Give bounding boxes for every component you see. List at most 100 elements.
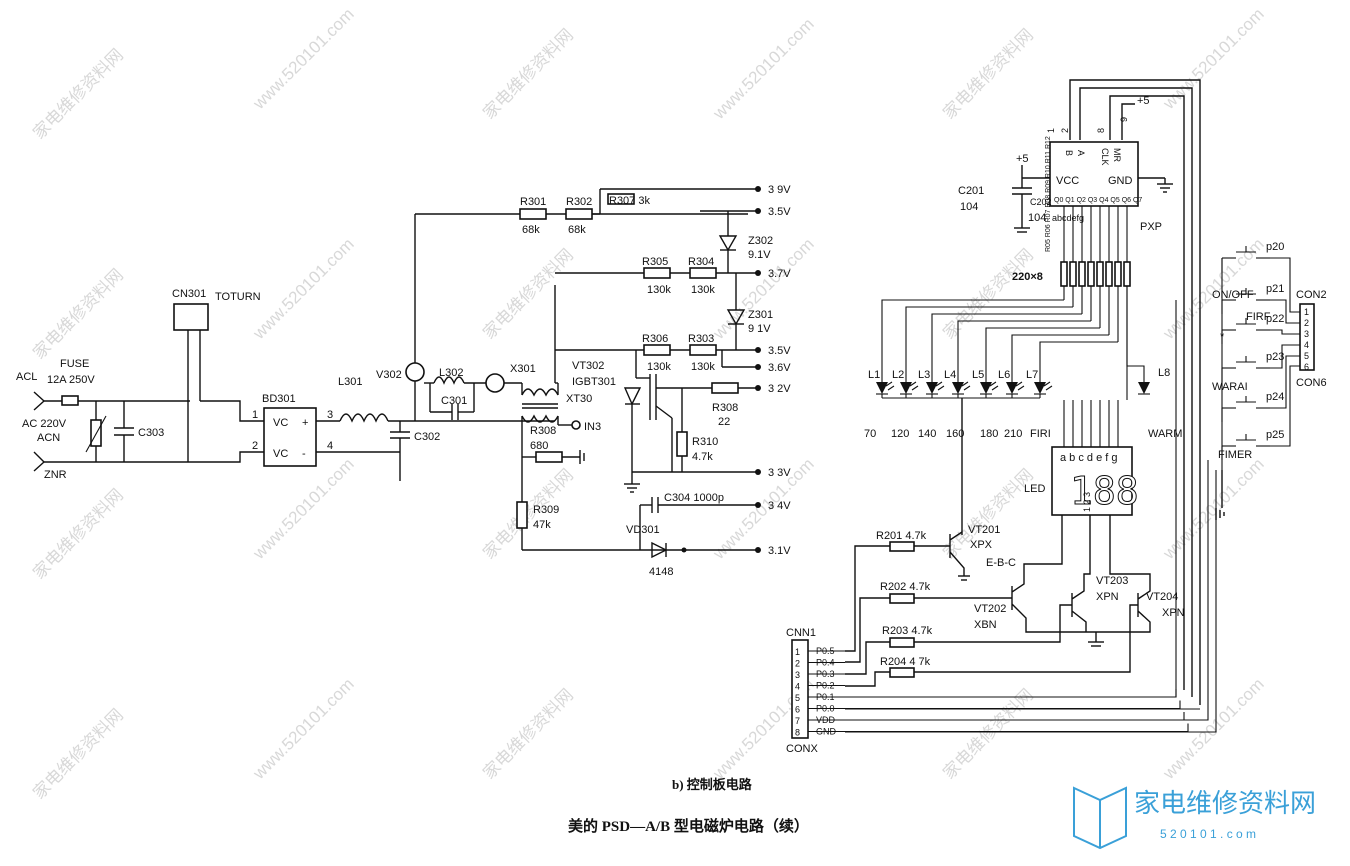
- bd301-label: BD301: [262, 393, 296, 405]
- r308-22-label: R308: [712, 402, 738, 414]
- con2-pin: 2: [1304, 318, 1309, 328]
- r301-val: 68k: [522, 224, 540, 236]
- acn-label: ACN: [37, 432, 60, 444]
- vt201-ebc: E-B-C: [986, 557, 1016, 569]
- conx-label: CONX: [786, 743, 818, 755]
- l8-label: L8: [1158, 367, 1170, 379]
- array-resistor: [1123, 261, 1131, 287]
- cnn1-pin: 4: [795, 682, 800, 692]
- watermark-text: www.520101.com: [709, 15, 818, 124]
- vt203-xpn: XPN: [1096, 591, 1119, 603]
- vd301-val: 4148: [649, 566, 673, 578]
- led-icon: [952, 382, 964, 394]
- con2-pin: 3: [1304, 329, 1309, 339]
- l302-inductor: [433, 376, 465, 385]
- ac220-label: AC 220V: [22, 418, 67, 430]
- in3-label: IN3: [584, 421, 601, 433]
- v302-symbol: [405, 362, 425, 382]
- r307-label: R307 3k: [609, 195, 650, 207]
- logo-name: 家电维修资料网: [1134, 789, 1316, 819]
- c202-label: C202: [1030, 197, 1052, 207]
- t35b-label: 3.5V: [768, 345, 791, 357]
- r304-resistor: [689, 267, 717, 279]
- vt201-xpx: XPX: [970, 539, 993, 551]
- r304-label: R304: [688, 256, 714, 268]
- r306-val: 130k: [647, 361, 671, 373]
- znr-label: ZNR: [44, 469, 67, 481]
- fuse-rating: 12A 250V: [47, 374, 95, 386]
- t34-label: 3 4V: [768, 500, 791, 512]
- r202-label: R202 4.7k: [880, 581, 931, 593]
- watermark-text: 家电维修资料网: [29, 265, 127, 363]
- caption-main: 美的 PSD—A/B 型电磁炉电路（续）: [568, 817, 809, 835]
- r201-label: R201 4.7k: [876, 530, 927, 542]
- r306-resistor: [643, 344, 671, 356]
- logo-url: 5 2 0 1 0 1 . c o m: [1160, 827, 1256, 841]
- fuse-label: FUSE: [60, 358, 89, 370]
- r302-label: R302: [566, 196, 592, 208]
- temp-label: 120: [891, 428, 909, 440]
- led-icon: [926, 382, 938, 394]
- r310-resistor: [676, 431, 688, 457]
- sw-onoff-label: ON/OFF: [1212, 289, 1254, 301]
- r301-resistor: [519, 208, 547, 220]
- r204-label: R204 4 7k: [880, 656, 931, 668]
- t33-label: 3 3V: [768, 467, 791, 479]
- r306-label: R306: [642, 333, 668, 345]
- firi-label: FIRI: [1030, 428, 1051, 440]
- watermark-text: www.520101.com: [249, 675, 358, 784]
- cnn1-connector: [791, 639, 809, 739]
- t36-node: [755, 364, 761, 370]
- bd-vc-minus: VC: [273, 448, 288, 460]
- watermark-text: 家电维修资料网: [29, 705, 127, 803]
- xt30-primary: [521, 388, 559, 397]
- cnn1-pin: 5: [795, 693, 800, 703]
- t33-node: [755, 469, 761, 475]
- vt202-label: VT202: [974, 603, 1006, 615]
- r203-label: R203 4.7k: [882, 625, 933, 637]
- c201-val: 104: [960, 201, 978, 213]
- watermark-text: www.520101.com: [249, 5, 358, 114]
- watermark-text: 家电维修资料网: [29, 485, 127, 583]
- temp-label: 70: [864, 428, 876, 440]
- bd301-bridge: [263, 407, 317, 467]
- ic-vcc-label: VCC: [1056, 175, 1079, 187]
- temp-label: 160: [946, 428, 964, 440]
- vt302-label: VT302: [572, 360, 604, 372]
- r302-val: 68k: [568, 224, 586, 236]
- l301-inductor: [339, 413, 389, 423]
- ic-pxp-label: PXP: [1140, 221, 1162, 233]
- array-resistor: [1105, 261, 1113, 287]
- acl-terminal: [33, 391, 46, 411]
- r305-resistor: [643, 267, 671, 279]
- x301-label: X301: [510, 363, 536, 375]
- vt204-xpn: XPN: [1162, 607, 1185, 619]
- led-label: L7: [1026, 369, 1038, 381]
- led-label: LED: [1024, 483, 1045, 495]
- t35b-node: [755, 347, 761, 353]
- r305-val: 130k: [647, 284, 671, 296]
- con2-pin: 1: [1304, 307, 1309, 317]
- watermark-text: 家电维修资料网: [29, 45, 127, 143]
- r310-label: R310: [692, 436, 718, 448]
- r203-resistor: [889, 637, 915, 648]
- watermark-text: www.520101.com: [249, 455, 358, 564]
- r307-resistor: [607, 193, 635, 205]
- led-label: L3: [918, 369, 930, 381]
- c201-label: C201: [958, 185, 984, 197]
- c301-label: C301: [441, 395, 467, 407]
- watermark-text: 家电维修资料网: [479, 245, 577, 343]
- t37-node: [755, 270, 761, 276]
- ic-pin9: 9: [1119, 117, 1129, 122]
- r301-label: R301: [520, 196, 546, 208]
- watermark-text: www.520101.com: [1159, 455, 1268, 564]
- watermark-text: 家电维修资料网: [939, 685, 1037, 783]
- cnn1-pin: 2: [795, 659, 800, 669]
- site-logo: 家电维修资料网 5 2 0 1 0 1 . c o m: [1073, 786, 1316, 850]
- v302-label: V302: [376, 369, 402, 381]
- bd-pin4: 4: [327, 440, 333, 452]
- r303-resistor: [689, 344, 717, 356]
- temp-label: 180: [980, 428, 998, 440]
- z301-val: 9 1V: [748, 323, 771, 335]
